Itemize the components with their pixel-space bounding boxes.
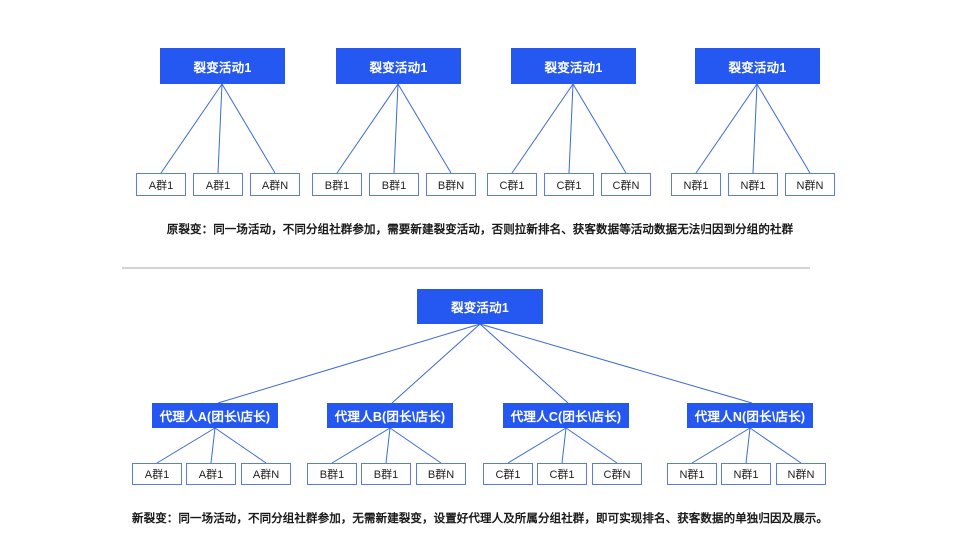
agent-box-a[interactable]: 代理人A(团长\店长) <box>152 403 278 428</box>
group-leaf-box[interactable]: B群1 <box>312 173 362 196</box>
group-leaf-box[interactable]: C群N <box>601 173 651 196</box>
group-leaf-box[interactable]: A群N <box>241 463 291 485</box>
group-leaf-box[interactable]: B群N <box>426 173 476 196</box>
new-activity-root-box[interactable]: 裂变活动1 <box>417 289 543 324</box>
group-leaf-box[interactable]: N群1 <box>721 463 771 485</box>
group-leaf-box[interactable]: A群1 <box>186 463 236 485</box>
activity-root-box-4[interactable]: 裂变活动1 <box>695 48 820 84</box>
agent-box-b[interactable]: 代理人B(团长\店长) <box>327 403 453 428</box>
agent-box-c[interactable]: 代理人C(团长\店长) <box>503 403 629 428</box>
activity-root-box-2[interactable]: 裂变活动1 <box>336 48 461 84</box>
group-leaf-box[interactable]: C群N <box>592 463 642 485</box>
group-leaf-box[interactable]: A群1 <box>136 173 186 196</box>
group-leaf-box[interactable]: N群1 <box>671 173 721 196</box>
new-fission-caption: 新裂变：同一场活动，不同分组社群参加，无需新建裂变，设置好代理人及所属分组社群，… <box>132 513 828 525</box>
group-leaf-box[interactable]: A群N <box>250 173 300 196</box>
group-leaf-box[interactable]: N群1 <box>728 173 778 196</box>
group-leaf-box[interactable]: C群1 <box>544 173 594 196</box>
group-leaf-box[interactable]: N群1 <box>667 463 717 485</box>
group-leaf-box[interactable]: B群1 <box>307 463 357 485</box>
group-leaf-box[interactable]: N群N <box>785 173 835 196</box>
group-leaf-box[interactable]: C群1 <box>483 463 533 485</box>
group-leaf-box[interactable]: A群1 <box>132 463 182 485</box>
agent-box-n[interactable]: 代理人N(团长\店长) <box>687 403 813 428</box>
group-leaf-box[interactable]: N群N <box>776 463 826 485</box>
group-leaf-box[interactable]: C群1 <box>537 463 587 485</box>
activity-root-box-1[interactable]: 裂变活动1 <box>160 48 285 84</box>
group-leaf-box[interactable]: A群1 <box>193 173 243 196</box>
group-leaf-box[interactable]: B群1 <box>361 463 411 485</box>
group-leaf-box[interactable]: B群1 <box>369 173 419 196</box>
group-leaf-box[interactable]: C群1 <box>487 173 537 196</box>
section-divider <box>122 267 810 269</box>
group-leaf-box[interactable]: B群N <box>416 463 466 485</box>
old-fission-caption: 原裂变：同一场活动，不同分组社群参加，需要新建裂变活动，否则拉新排名、获客数据等… <box>166 224 794 236</box>
activity-root-box-3[interactable]: 裂变活动1 <box>511 48 636 84</box>
